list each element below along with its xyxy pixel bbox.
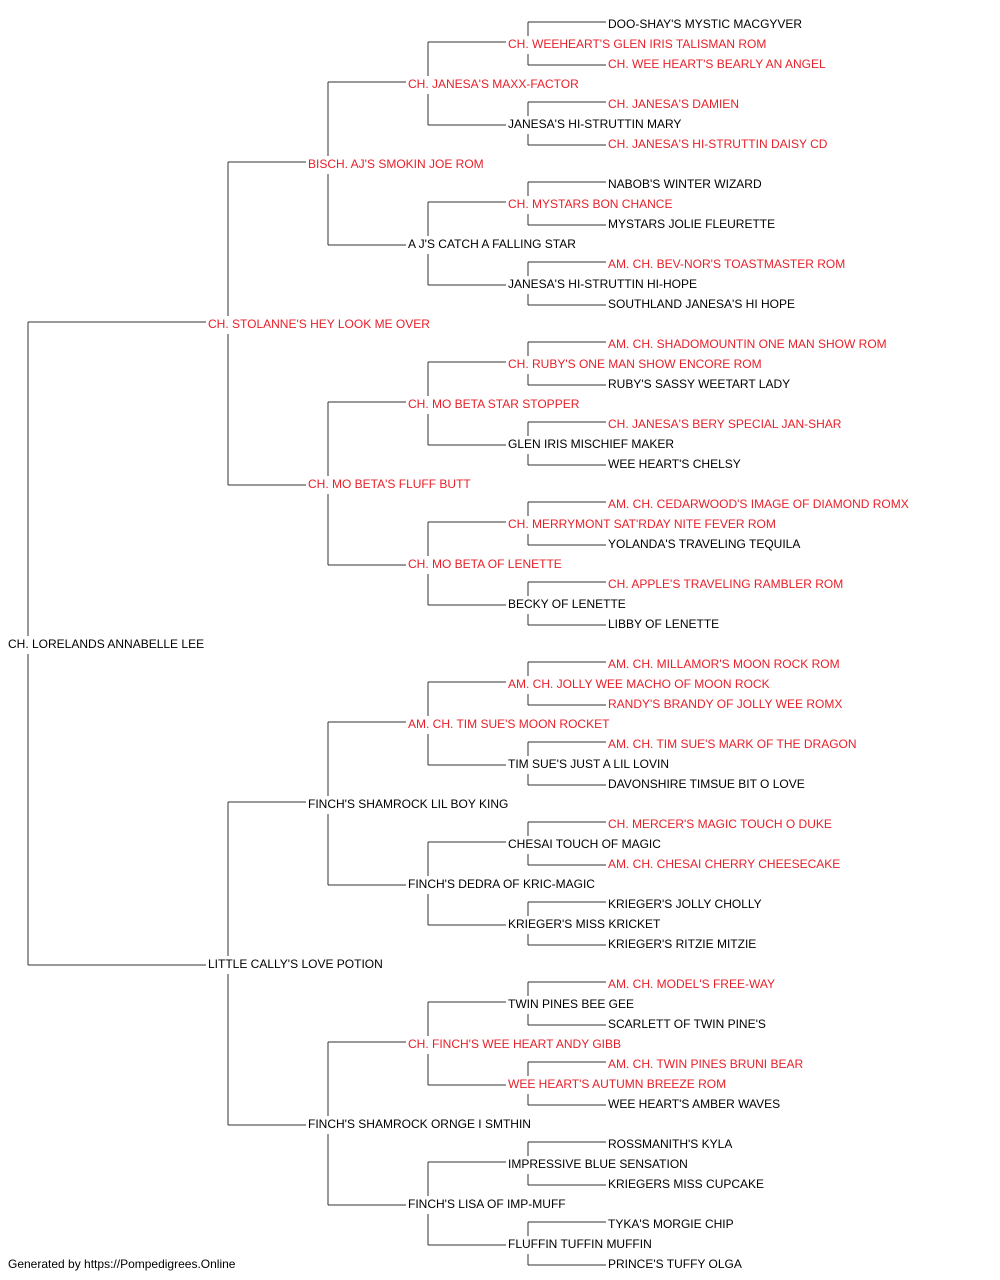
pedigree-entry: YOLANDA'S TRAVELING TEQUILA bbox=[608, 537, 800, 551]
pedigree-entry: CH. MERCER'S MAGIC TOUCH O DUKE bbox=[608, 817, 832, 831]
pedigree-entry: AM. CH. TIM SUE'S MARK OF THE DRAGON bbox=[608, 737, 857, 751]
pedigree-entry: KRIEGER'S JOLLY CHOLLY bbox=[608, 897, 762, 911]
pedigree-entry: CH. JANESA'S MAXX-FACTOR bbox=[408, 77, 579, 91]
pedigree-entry: BISCH. AJ'S SMOKIN JOE ROM bbox=[308, 157, 484, 171]
pedigree-entry: CH. MYSTARS BON CHANCE bbox=[508, 197, 672, 211]
pedigree-entry: SOUTHLAND JANESA'S HI HOPE bbox=[608, 297, 795, 311]
pedigree-entry: CH. MO BETA OF LENETTE bbox=[408, 557, 562, 571]
pedigree-entry: WEE HEART'S CHELSY bbox=[608, 457, 741, 471]
pedigree-entry: CH. WEEHEART'S GLEN IRIS TALISMAN ROM bbox=[508, 37, 766, 51]
pedigree-entry: CH. JANESA'S HI-STRUTTIN DAISY CD bbox=[608, 137, 828, 151]
pedigree-entry: RUBY'S SASSY WEETART LADY bbox=[608, 377, 790, 391]
pedigree-entry: BECKY OF LENETTE bbox=[508, 597, 626, 611]
pedigree-entry: AM. CH. JOLLY WEE MACHO OF MOON ROCK bbox=[508, 677, 770, 691]
pedigree-entry: DOO-SHAY'S MYSTIC MACGYVER bbox=[608, 17, 802, 31]
pedigree-entry: NABOB'S WINTER WIZARD bbox=[608, 177, 762, 191]
pedigree-entry: CH. MERRYMONT SAT'RDAY NITE FEVER ROM bbox=[508, 517, 776, 531]
pedigree-entry: AM. CH. MILLAMOR'S MOON ROCK ROM bbox=[608, 657, 840, 671]
pedigree-entry: CH. MO BETA'S FLUFF BUTT bbox=[308, 477, 471, 491]
pedigree-entry: CH. APPLE'S TRAVELING RAMBLER ROM bbox=[608, 577, 843, 591]
pedigree-entry: FINCH'S SHAMROCK LIL BOY KING bbox=[308, 797, 508, 811]
pedigree-entry: TWIN PINES BEE GEE bbox=[508, 997, 634, 1011]
pedigree-entry: JANESA'S HI-STRUTTIN MARY bbox=[508, 117, 681, 131]
pedigree-entry: ROSSMANITH'S KYLA bbox=[608, 1137, 732, 1151]
pedigree-entry: CH. WEE HEART'S BEARLY AN ANGEL bbox=[608, 57, 826, 71]
pedigree-entry: KRIEGER'S MISS KRICKET bbox=[508, 917, 661, 931]
pedigree-entry: CH. JANESA'S BERY SPECIAL JAN-SHAR bbox=[608, 417, 842, 431]
pedigree-entry: CH. RUBY'S ONE MAN SHOW ENCORE ROM bbox=[508, 357, 762, 371]
pedigree-entry: FINCH'S SHAMROCK ORNGE I SMTHIN bbox=[308, 1117, 531, 1131]
pedigree-entry: TYKA'S MORGIE CHIP bbox=[608, 1217, 734, 1231]
pedigree-entry: DAVONSHIRE TIMSUE BIT O LOVE bbox=[608, 777, 805, 791]
pedigree-entry: CH. MO BETA STAR STOPPER bbox=[408, 397, 580, 411]
pedigree-entry: AM. CH. MODEL'S FREE-WAY bbox=[608, 977, 775, 991]
pedigree-entry: KRIEGERS MISS CUPCAKE bbox=[608, 1177, 764, 1191]
pedigree-entry: FINCH'S LISA OF IMP-MUFF bbox=[408, 1197, 566, 1211]
pedigree-entry: LIBBY OF LENETTE bbox=[608, 617, 719, 631]
pedigree-entry: AM. CH. TIM SUE'S MOON ROCKET bbox=[408, 717, 610, 731]
pedigree-entry: KRIEGER'S RITZIE MITZIE bbox=[608, 937, 756, 951]
pedigree-entry: IMPRESSIVE BLUE SENSATION bbox=[508, 1157, 688, 1171]
pedigree-entry: SCARLETT OF TWIN PINE'S bbox=[608, 1017, 766, 1031]
footer-credit: Generated by https://Pompedigrees.Online bbox=[8, 1257, 236, 1271]
pedigree-entry: LITTLE CALLY'S LOVE POTION bbox=[208, 957, 383, 971]
pedigree-entry: WEE HEART'S AMBER WAVES bbox=[608, 1097, 780, 1111]
pedigree-entry: CH. FINCH'S WEE HEART ANDY GIBB bbox=[408, 1037, 621, 1051]
pedigree-entry: GLEN IRIS MISCHIEF MAKER bbox=[508, 437, 674, 451]
pedigree-entry: RANDY'S BRANDY OF JOLLY WEE ROMX bbox=[608, 697, 842, 711]
pedigree-entry: CH. LORELANDS ANNABELLE LEE bbox=[8, 637, 204, 651]
pedigree-entry: A J'S CATCH A FALLING STAR bbox=[408, 237, 576, 251]
pedigree-entry: TIM SUE'S JUST A LIL LOVIN bbox=[508, 757, 669, 771]
pedigree-entry: AM. CH. SHADOMOUNTIN ONE MAN SHOW ROM bbox=[608, 337, 887, 351]
pedigree-entry: WEE HEART'S AUTUMN BREEZE ROM bbox=[508, 1077, 726, 1091]
pedigree-entry: AM. CH. BEV-NOR'S TOASTMASTER ROM bbox=[608, 257, 845, 271]
pedigree-entry: JANESA'S HI-STRUTTIN HI-HOPE bbox=[508, 277, 697, 291]
pedigree-entry: AM. CH. CHESAI CHERRY CHEESECAKE bbox=[608, 857, 840, 871]
pedigree-entry: MYSTARS JOLIE FLEURETTE bbox=[608, 217, 775, 231]
pedigree-entry: CHESAI TOUCH OF MAGIC bbox=[508, 837, 661, 851]
pedigree-entry: CH. STOLANNE'S HEY LOOK ME OVER bbox=[208, 317, 430, 331]
pedigree-entry: FINCH'S DEDRA OF KRIC-MAGIC bbox=[408, 877, 595, 891]
pedigree-entry: AM. CH. CEDARWOOD'S IMAGE OF DIAMOND ROM… bbox=[608, 497, 909, 511]
pedigree-entry: CH. JANESA'S DAMIEN bbox=[608, 97, 739, 111]
pedigree-entry: PRINCE'S TUFFY OLGA bbox=[608, 1257, 742, 1271]
pedigree-entry: AM. CH. TWIN PINES BRUNI BEAR bbox=[608, 1057, 803, 1071]
pedigree-entry: FLUFFIN TUFFIN MUFFIN bbox=[508, 1237, 652, 1251]
